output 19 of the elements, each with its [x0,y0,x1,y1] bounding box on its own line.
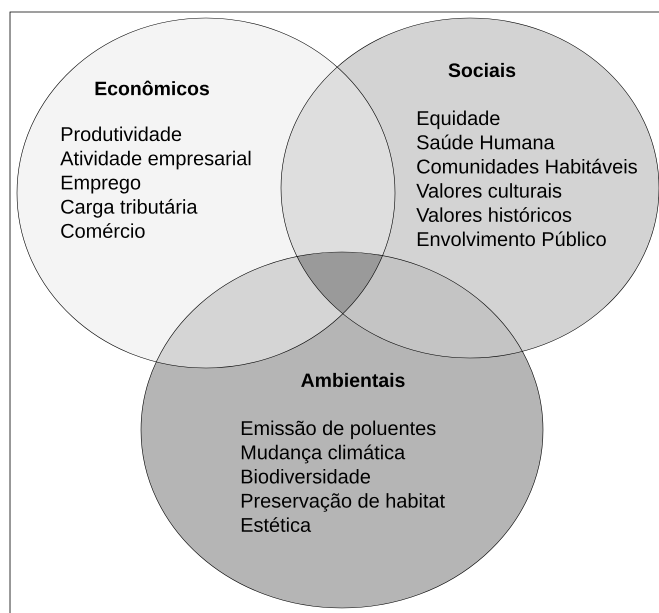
list-item: Comunidades Habitáveis [417,158,637,174]
list-item: Biodiversidade [242,468,370,484]
list-item: Emprego [62,176,140,194]
list-item: Estética [242,517,312,532]
list-item: Equidade [418,110,500,130]
list-item: Carga tributária [61,198,198,218]
list-item: Mudança climática [242,444,406,464]
list-item: Valores históricos [416,207,572,222]
circle-heading: Ambientais [301,372,405,388]
list-item: Preservação de habitat [242,493,445,512]
list-item: Envolvimento Público [418,231,606,246]
circle-heading: Sociais [448,62,516,78]
circle-heading: Econômicos [96,80,209,96]
list-item: Saúde Humana [417,134,555,150]
list-item: Emissão de poluentes [242,420,436,440]
list-item: Valores culturais [416,183,562,198]
list-item: Comércio [61,223,145,238]
list-item: Produtividade [62,126,182,142]
list-item: Atividade empresarial [60,150,250,170]
